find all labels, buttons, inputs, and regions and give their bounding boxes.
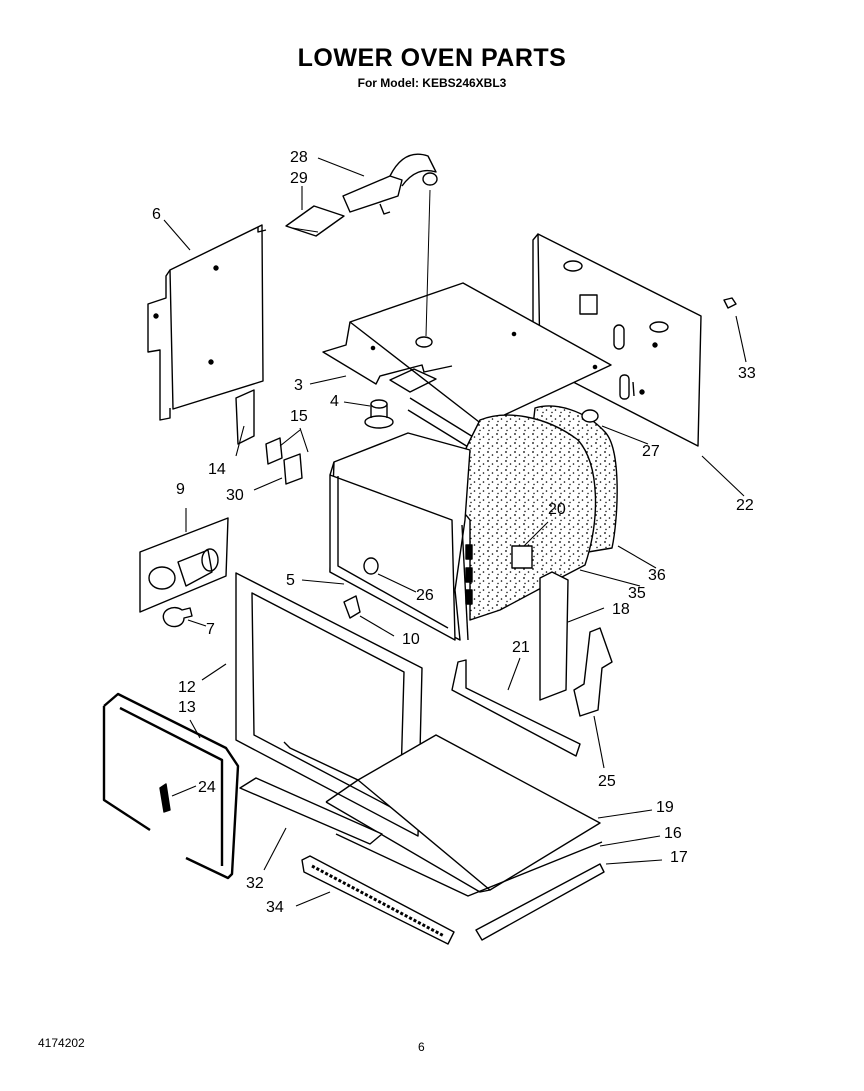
document-number: 4174202 [38,1036,85,1050]
part-label: 14 [208,461,226,478]
clip-part [723,297,737,309]
rear-panel-part [532,233,702,447]
part-label: 30 [226,487,244,504]
trim-strip-part [475,863,605,941]
hinge-part [573,627,613,717]
part-label: 18 [612,601,630,618]
part-label: 7 [206,621,215,638]
part-label: 27 [642,443,660,460]
hinge-bracket-part [239,777,383,845]
part-label: 4 [330,393,339,410]
part-label: 19 [656,799,674,816]
part-callouts: 28 29 6 33 3 4 15 14 30 27 22 9 20 5 26 … [152,149,756,916]
part-label: 13 [178,699,196,716]
vent-duct-part [342,153,438,215]
part-label: 34 [266,899,284,916]
part-label: 36 [648,567,666,584]
plug-part [363,557,379,575]
oven-cavity-part [329,432,473,641]
top-plate-part [322,282,612,451]
side-panel-part [147,224,267,421]
bracket-part [343,595,361,619]
model-subtitle: For Model: KEBS246XBL3 [357,76,507,90]
part-label: 15 [290,408,308,425]
part-label: 17 [670,849,688,866]
part-label: 9 [176,481,185,498]
part-label: 33 [738,365,756,382]
part-label: 21 [512,639,530,656]
switch-part [283,453,303,485]
support-bracket-part [451,659,581,757]
part-label: 10 [402,631,420,648]
part-label: 26 [416,587,434,604]
switch-bracket-part [235,389,255,445]
part-label: 25 [598,773,616,790]
part-label: 6 [152,206,161,223]
light-bulb-part [162,606,193,628]
switch-part [265,437,283,465]
part-label: 3 [294,377,303,394]
part-label: 29 [290,170,308,187]
light-socket-part [139,517,229,613]
part-label: 5 [286,572,295,589]
wiring-label-part [511,545,533,569]
bottom-plate-part [335,833,603,897]
kick-panel-part [301,855,455,945]
grommet-part [581,409,599,423]
door-gasket-part [102,692,240,880]
part-label: 20 [548,501,566,518]
part-label: 22 [736,497,754,514]
page-title: LOWER OVEN PARTS [297,44,567,72]
side-rail-part [539,571,569,701]
part-label: 24 [198,779,216,796]
part-label: 32 [246,875,264,892]
page-number: 6 [418,1040,425,1054]
vent-plate-part [285,205,345,237]
part-label: 16 [664,825,682,842]
part-label: 35 [628,585,646,602]
terminal-block-part [364,399,394,429]
part-label: 28 [290,149,308,166]
part-label: 12 [178,679,196,696]
